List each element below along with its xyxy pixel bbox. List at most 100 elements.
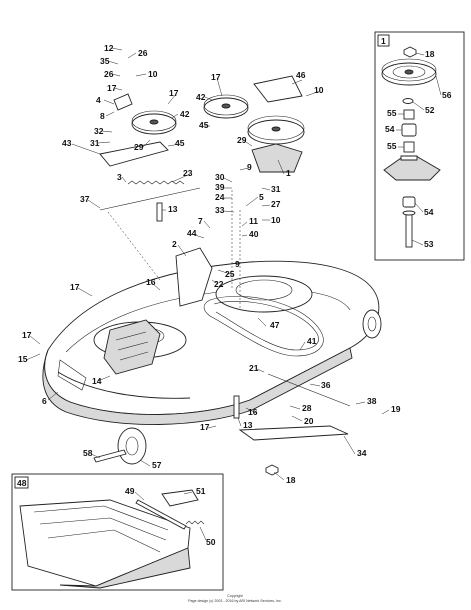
callout-c35: 35 bbox=[100, 56, 110, 66]
callout-c58: 58 bbox=[83, 448, 93, 458]
chute-rod bbox=[135, 499, 187, 530]
idler-pulley-left-rim bbox=[131, 110, 177, 132]
callout-c5: 5 bbox=[259, 192, 264, 202]
callout-c12: 12 bbox=[104, 43, 114, 53]
callout-c17f: 17 bbox=[200, 422, 210, 432]
deck-left-spindle-fins bbox=[115, 331, 149, 361]
callout-c24: 24 bbox=[215, 192, 225, 202]
idler-bracket-left bbox=[99, 141, 169, 167]
callout-c34: 34 bbox=[357, 448, 367, 458]
inset-frame-bottom bbox=[11, 473, 224, 591]
mounting-bracket bbox=[175, 247, 213, 307]
gauge-wheel-bolt bbox=[93, 449, 127, 463]
callout-c10b: 10 bbox=[314, 85, 324, 95]
spindle-nut bbox=[403, 46, 417, 58]
callout-c44: 44 bbox=[187, 228, 197, 238]
idler-pulley-right-hub bbox=[221, 103, 231, 109]
callout-c6: 6 bbox=[42, 396, 47, 406]
drive-belt bbox=[203, 295, 324, 357]
callout-c2: 2 bbox=[172, 239, 177, 249]
drive-belt-inner bbox=[213, 301, 319, 351]
deck-baffle bbox=[57, 371, 191, 399]
callout-c17c: 17 bbox=[211, 72, 221, 82]
callout-c42b: 42 bbox=[196, 92, 206, 102]
callout-c27: 27 bbox=[271, 199, 281, 209]
callout-i53: 53 bbox=[424, 239, 434, 249]
callout-c16a: 16 bbox=[146, 277, 156, 287]
deck-gauge-wheel-right bbox=[362, 309, 382, 339]
callout-c4: 4 bbox=[96, 95, 101, 105]
discharge-chute-lip bbox=[59, 547, 191, 589]
callout-c38: 38 bbox=[367, 396, 377, 406]
callout-c33: 33 bbox=[215, 205, 225, 215]
spindle-pulley-rim bbox=[381, 58, 437, 82]
center-spindle-pulley-hub bbox=[271, 126, 281, 132]
tension-spring bbox=[127, 180, 185, 185]
tension-rod bbox=[99, 187, 201, 211]
gauge-wheel-front bbox=[117, 427, 147, 465]
callout-c17d: 17 bbox=[70, 282, 80, 292]
callout-i54a: 54 bbox=[385, 124, 395, 134]
copyright-text: Page design (c) 2003 - 2016 by ARI Netwo… bbox=[188, 599, 282, 603]
callout-c20: 20 bbox=[304, 416, 314, 426]
spindle-spacer-lower bbox=[403, 141, 415, 153]
callout-i54b: 54 bbox=[424, 207, 434, 217]
callout-c14: 14 bbox=[92, 376, 102, 386]
callout-c7: 7 bbox=[198, 216, 203, 226]
callout-c13b: 13 bbox=[243, 420, 253, 430]
center-spindle-housing bbox=[251, 143, 303, 173]
callout-c30: 30 bbox=[215, 172, 225, 182]
callout-c29a: 29 bbox=[134, 142, 144, 152]
deck-left-spindle-housing bbox=[103, 319, 161, 375]
callout-c45b: 45 bbox=[199, 120, 209, 130]
spindle-washer bbox=[402, 98, 414, 104]
spindle-pulley-groove bbox=[392, 65, 426, 79]
center-spindle-pulley bbox=[247, 119, 305, 145]
callout-c39: 39 bbox=[215, 182, 225, 192]
callout-c28: 28 bbox=[302, 403, 312, 413]
inset-chute-assembly: 48 49 51 50 bbox=[11, 473, 224, 591]
callout-c9b: 9 bbox=[235, 259, 240, 269]
callout-i55a: 55 bbox=[387, 108, 397, 118]
callout-c17b: 17 bbox=[169, 88, 179, 98]
inset-spindle-assembly: 1 18 56 52 55 54 55 54 53 bbox=[374, 31, 465, 261]
deck-housing bbox=[42, 260, 382, 425]
callout-c18a: 18 bbox=[286, 475, 296, 485]
deck-gauge-wheel-right-hub bbox=[367, 316, 377, 332]
deck-center-dome bbox=[215, 275, 313, 313]
inset-tag-box-top bbox=[377, 34, 390, 47]
callout-c23: 23 bbox=[183, 168, 193, 178]
callout-i51: 51 bbox=[196, 486, 206, 496]
spindle-bearing-lower bbox=[402, 196, 416, 208]
callout-c41: 41 bbox=[307, 336, 317, 346]
inset-tag-box-bottom bbox=[14, 476, 29, 489]
upper-assemblies bbox=[93, 75, 351, 476]
callout-c13a: 13 bbox=[168, 204, 178, 214]
idler-arm bbox=[113, 93, 133, 111]
spindle-shaft-collar bbox=[402, 210, 416, 216]
callout-c3: 3 bbox=[117, 172, 122, 182]
callout-c9a: 9 bbox=[247, 162, 252, 172]
callout-c57: 57 bbox=[152, 460, 162, 470]
deck-skirt bbox=[42, 347, 353, 425]
callout-c19: 19 bbox=[391, 404, 401, 414]
callout-i56: 56 bbox=[442, 90, 452, 100]
belt-guard-bracket bbox=[253, 75, 303, 103]
callout-c17e: 17 bbox=[22, 330, 32, 340]
callout-c26b: 26 bbox=[104, 69, 114, 79]
main-leaders bbox=[25, 47, 390, 481]
inset-tag-48: 48 bbox=[17, 478, 27, 488]
callout-i52: 52 bbox=[425, 105, 435, 115]
callout-c1: 1 bbox=[286, 168, 291, 178]
inset-tag-1: 1 bbox=[381, 36, 386, 46]
callout-c31a: 31 bbox=[90, 138, 100, 148]
callout-c45a: 45 bbox=[175, 138, 185, 148]
chute-ribs bbox=[33, 505, 169, 553]
gauge-wheel-front-hub bbox=[125, 436, 139, 456]
callout-i55b: 55 bbox=[387, 141, 397, 151]
deck-chute-opening bbox=[57, 359, 87, 391]
callout-c26a: 26 bbox=[138, 48, 148, 58]
inset-frame-top bbox=[374, 31, 465, 261]
callout-c8: 8 bbox=[100, 111, 105, 121]
callout-c16b: 16 bbox=[248, 407, 258, 417]
